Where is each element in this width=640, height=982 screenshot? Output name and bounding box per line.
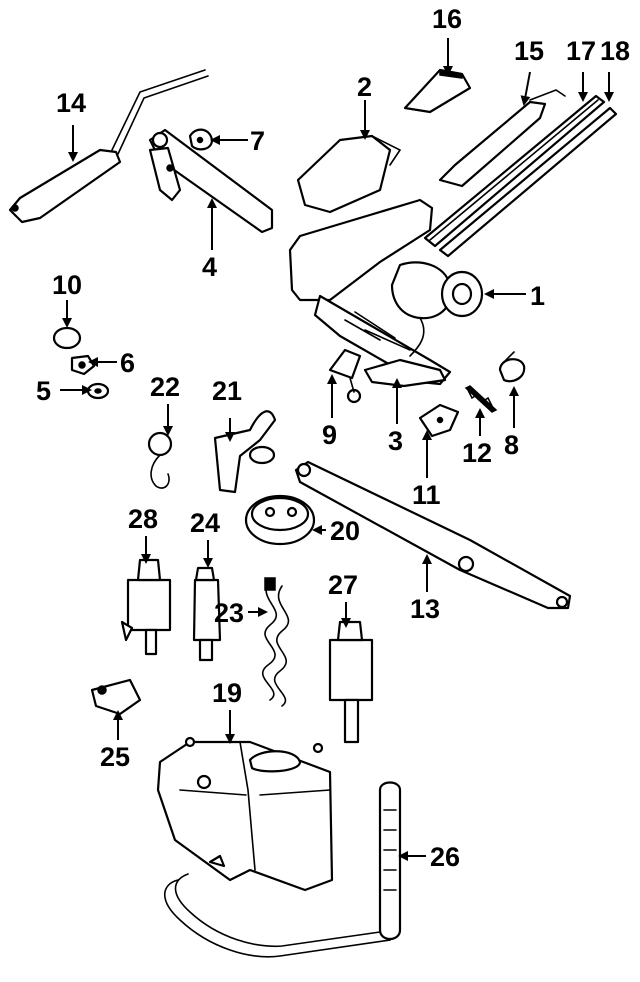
callout-26: 26 [430, 842, 460, 872]
wiper-motor-assembly [288, 198, 484, 386]
washer-reservoir [156, 736, 334, 892]
linkage [363, 358, 447, 388]
callout-8: 8 [504, 430, 519, 460]
callout-11: 11 [412, 480, 441, 510]
callout-3: 3 [388, 426, 403, 456]
nut-part-6 [70, 354, 96, 376]
callout-numbers: 1 2 3 4 5 6 7 8 9 10 11 12 13 14 15 16 1… [36, 4, 630, 872]
callout-10: 10 [52, 270, 82, 300]
cowl-cover [296, 134, 402, 214]
hose-part-22 [147, 431, 173, 489]
callout-27: 27 [328, 570, 358, 600]
wiper-arm-right [438, 89, 566, 188]
leader-lines [60, 38, 614, 861]
clip-part-7 [188, 128, 214, 151]
linkage-bracket [328, 348, 362, 404]
callout-12: 12 [462, 438, 492, 468]
washer-part-5 [86, 382, 110, 400]
linkage-rod [294, 460, 572, 610]
callout-2: 2 [357, 72, 372, 102]
washer-pump-27 [328, 620, 374, 744]
callout-17: 17 [566, 36, 596, 66]
pivot-bracket [148, 128, 274, 234]
connector-part-25 [90, 678, 142, 716]
washer-pump-24 [192, 566, 222, 662]
seal-part-20 [244, 494, 316, 546]
callout-16: 16 [432, 4, 462, 34]
washer-pump-28 [120, 558, 172, 656]
grommet-part-8 [498, 351, 526, 383]
spring-clip [464, 385, 498, 413]
callout-13: 13 [410, 594, 440, 624]
crank-part-11 [418, 403, 460, 438]
hose-set [261, 577, 290, 707]
reservoir-hose [163, 873, 393, 958]
callout-22: 22 [150, 372, 180, 402]
wiper-blades [423, 94, 618, 258]
callout-1: 1 [530, 281, 545, 311]
filler-pipe [378, 781, 402, 941]
callout-5: 5 [36, 376, 51, 406]
callout-21: 21 [212, 376, 242, 406]
callout-24: 24 [190, 508, 220, 538]
callout-19: 19 [212, 678, 242, 708]
pump-housing [213, 410, 277, 494]
callout-15: 15 [514, 36, 544, 66]
wiper-arm-left [8, 69, 209, 224]
callout-23: 23 [214, 598, 244, 628]
cover-part-16 [403, 68, 472, 114]
callout-20: 20 [330, 516, 360, 546]
cap-part-10 [52, 326, 82, 350]
callout-9: 9 [322, 420, 337, 450]
callout-18: 18 [600, 36, 630, 66]
callout-14: 14 [56, 88, 86, 118]
callout-25: 25 [100, 742, 130, 772]
callout-28: 28 [128, 504, 158, 534]
callout-6: 6 [120, 348, 135, 378]
callout-4: 4 [202, 252, 217, 282]
callout-7: 7 [250, 126, 265, 156]
